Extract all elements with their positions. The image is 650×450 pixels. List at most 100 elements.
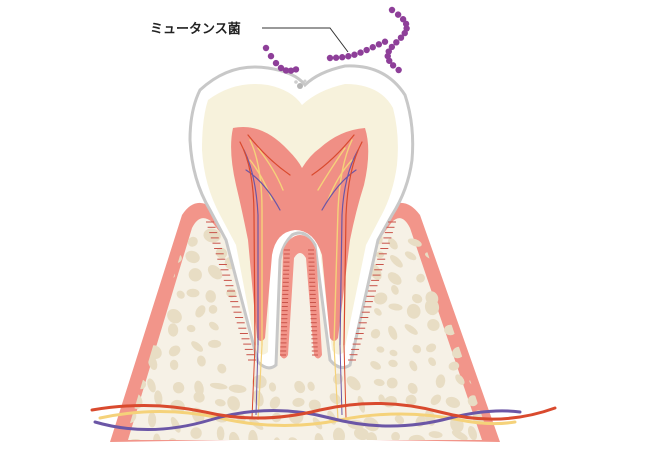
bacterium <box>388 43 396 51</box>
bacterium <box>375 41 383 48</box>
label-leader-line <box>262 27 349 53</box>
bone-spot <box>452 239 464 250</box>
bacterium <box>339 54 346 61</box>
bone-spot <box>470 302 485 313</box>
bone-spot <box>378 394 385 404</box>
bone-spot <box>172 381 185 394</box>
bone-spot <box>332 427 346 440</box>
bone-spot <box>128 255 137 266</box>
bacterium <box>369 44 376 51</box>
bone-spot <box>294 380 306 394</box>
bone-spot <box>428 357 437 367</box>
bacterium <box>345 53 352 60</box>
bone-spot <box>168 345 181 357</box>
bacterium <box>292 66 300 73</box>
bone-spot <box>370 361 381 370</box>
bone-spot <box>190 427 202 439</box>
bone-spot <box>292 397 305 407</box>
bacterium <box>394 11 402 18</box>
bone-spot <box>407 238 422 247</box>
bone-spot <box>153 433 161 440</box>
bone-spot <box>405 394 417 406</box>
bone-spot <box>252 375 267 389</box>
bacterium <box>351 51 358 58</box>
bone-spot <box>408 434 426 440</box>
bone-spot <box>209 382 228 390</box>
bone-spot <box>186 324 196 333</box>
bone-spot <box>471 323 487 336</box>
bacterium <box>388 6 396 14</box>
bone-spot <box>448 361 460 371</box>
bone-spot <box>170 416 181 433</box>
blood-vessels <box>90 402 557 432</box>
bone-spot <box>455 374 465 385</box>
bacteria-label: ミュータンス菌 <box>150 21 241 37</box>
bone-spot <box>203 228 221 243</box>
bone-spot <box>329 393 341 405</box>
bacterium <box>277 64 285 72</box>
bone-spot <box>445 254 455 264</box>
bone-spot <box>409 360 418 372</box>
bone-spot <box>188 268 202 282</box>
bone-spot <box>216 426 225 440</box>
bone-spot <box>435 374 446 389</box>
bone-spot <box>148 229 164 243</box>
pulp-nerves <box>239 134 363 346</box>
bone-spot <box>197 355 206 367</box>
bacterium <box>402 20 410 28</box>
bacterium <box>272 59 280 67</box>
bacterium <box>363 46 370 54</box>
bone-spot <box>370 328 381 339</box>
bone-spot <box>125 303 139 319</box>
bacterium <box>282 67 290 74</box>
bone-spot <box>467 425 478 440</box>
bone-spot <box>154 390 163 406</box>
bone-spot <box>387 238 398 250</box>
bone-spot <box>268 382 277 392</box>
bone-spot <box>451 430 468 440</box>
bone-spot <box>131 236 141 245</box>
bone-spot <box>376 346 385 353</box>
bone-spot <box>366 432 378 440</box>
mutans-bacteria <box>262 6 410 74</box>
bone-spot <box>426 343 437 353</box>
bone-spot <box>147 412 157 428</box>
bone-spot <box>176 290 185 299</box>
bone-spot <box>373 292 388 305</box>
bacterium <box>381 38 389 45</box>
bone-spot <box>273 437 281 440</box>
bacterium <box>267 52 275 60</box>
bone-spot <box>186 288 200 298</box>
bone-spot <box>228 384 247 393</box>
bone-spot <box>346 376 361 391</box>
bone-spot <box>471 265 481 277</box>
bone-spot <box>388 325 398 340</box>
caries-spot <box>294 79 307 89</box>
bone-spot <box>191 341 204 352</box>
bone-spot <box>445 396 461 408</box>
bone-spot <box>424 298 440 316</box>
bone-spot <box>205 290 216 303</box>
bone-spot <box>474 338 483 348</box>
bone-spot <box>386 377 398 389</box>
bone-spot <box>353 427 370 440</box>
bone-spot <box>208 339 222 348</box>
bone-spot <box>373 378 385 387</box>
tooth-pulp <box>231 126 369 341</box>
bacterium <box>386 57 393 64</box>
bacterium <box>332 54 340 61</box>
bone-spot <box>430 394 442 406</box>
bone-spot <box>148 268 158 282</box>
bone-spot <box>215 247 228 259</box>
bacterium <box>397 34 405 41</box>
bone-spot <box>167 323 179 337</box>
bone-spot <box>449 270 456 282</box>
bacterium <box>357 49 364 56</box>
bone-spot <box>194 380 204 396</box>
bone-spot <box>470 251 481 263</box>
bacterium <box>326 54 334 62</box>
bone-spot <box>374 308 382 316</box>
bone-spot <box>187 236 198 247</box>
bone-spot <box>208 305 218 314</box>
bone-spot <box>388 303 403 311</box>
